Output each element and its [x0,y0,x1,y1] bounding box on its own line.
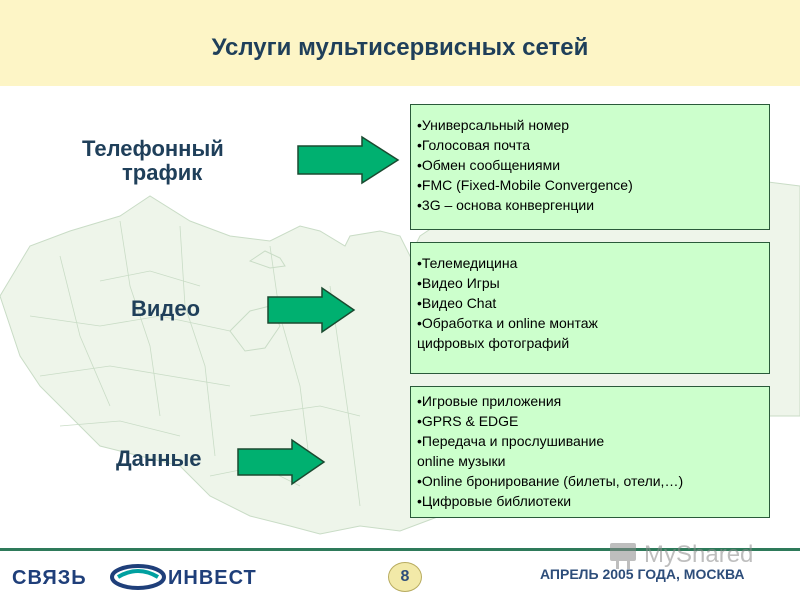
list-item: •Online бронирование (билеты, отели,…) [417,473,684,489]
header-band [0,0,800,86]
list-item: •Обмен сообщениями [417,157,561,173]
watermark-text: MyShared [644,541,753,568]
list-item: •Передача и прослушивание [417,433,605,449]
page-number: 8 [388,562,422,592]
list-item: •FMC (Fixed-Mobile Convergence) [417,177,633,193]
list-item: •Голосовая почта [417,137,531,153]
arrow-right-icon [267,286,356,334]
myshared-watermark: MyShared [610,541,753,569]
list-item: •Видео Chat [417,295,497,311]
logo-emblem-icon [110,564,166,590]
category-phone-traffic: Телефонный трафик [82,136,262,186]
list-item: •Телемедицина [417,255,518,271]
list-item: •Универсальный номер [417,117,570,133]
category-phone-line1: Телефонный [82,136,224,161]
services-box-phone: •Универсальный номер •Голосовая почта •О… [410,104,770,230]
list-item: •Видео Игры [417,275,500,291]
list-item: •Цифровые библиотеки [417,493,572,509]
list-item: цифровых фотографий [417,335,570,351]
category-data: Данные [116,446,202,471]
category-phone-line2: трафик [122,160,203,186]
list-item: online музыки [417,453,506,469]
logo-text-right: ИНВЕСТ [168,567,257,589]
slide-title: Услуги мультисервисных сетей [211,34,589,61]
watermark-projector-icon [610,543,636,569]
logo-text-left: СВЯЗЬ [12,567,87,589]
footer-date: АПРЕЛЬ 2005 ГОДА, МОСКВА [540,566,745,582]
list-item: •Игровые приложения [417,393,562,409]
list-item: •3G – основа конвергенции [417,197,595,213]
list-item: •GPRS & EDGE [417,413,519,429]
footer-divider [0,548,800,551]
category-video: Видео [131,296,201,321]
services-box-data: •Игровые приложения •GPRS & EDGE •Переда… [410,386,770,518]
services-box-video: •Телемедицина •Видео Игры •Видео Chat •О… [410,242,770,374]
list-item: •Обработка и online монтаж [417,315,598,331]
arrow-right-icon [237,438,326,486]
arrow-right-icon [297,135,400,185]
svyazinvest-logo: СВЯЗЬ ИНВЕСТ [12,564,257,590]
